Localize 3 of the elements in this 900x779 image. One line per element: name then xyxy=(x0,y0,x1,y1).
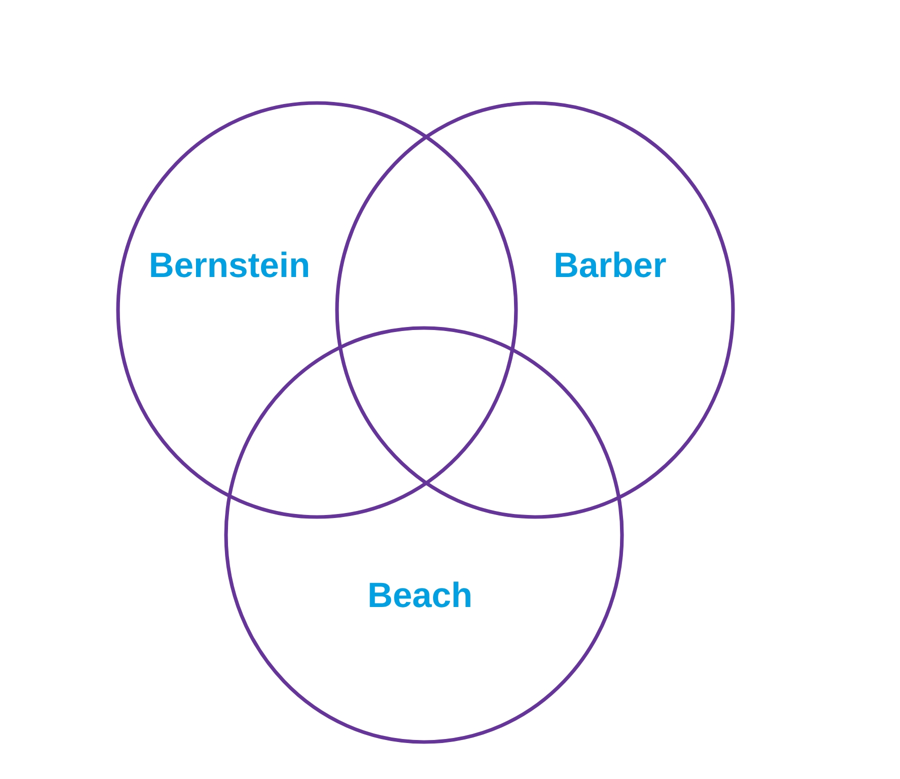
set-label: Bernstein xyxy=(151,252,308,278)
set-label: Barber xyxy=(556,252,666,278)
set-label: Beach xyxy=(370,582,470,608)
